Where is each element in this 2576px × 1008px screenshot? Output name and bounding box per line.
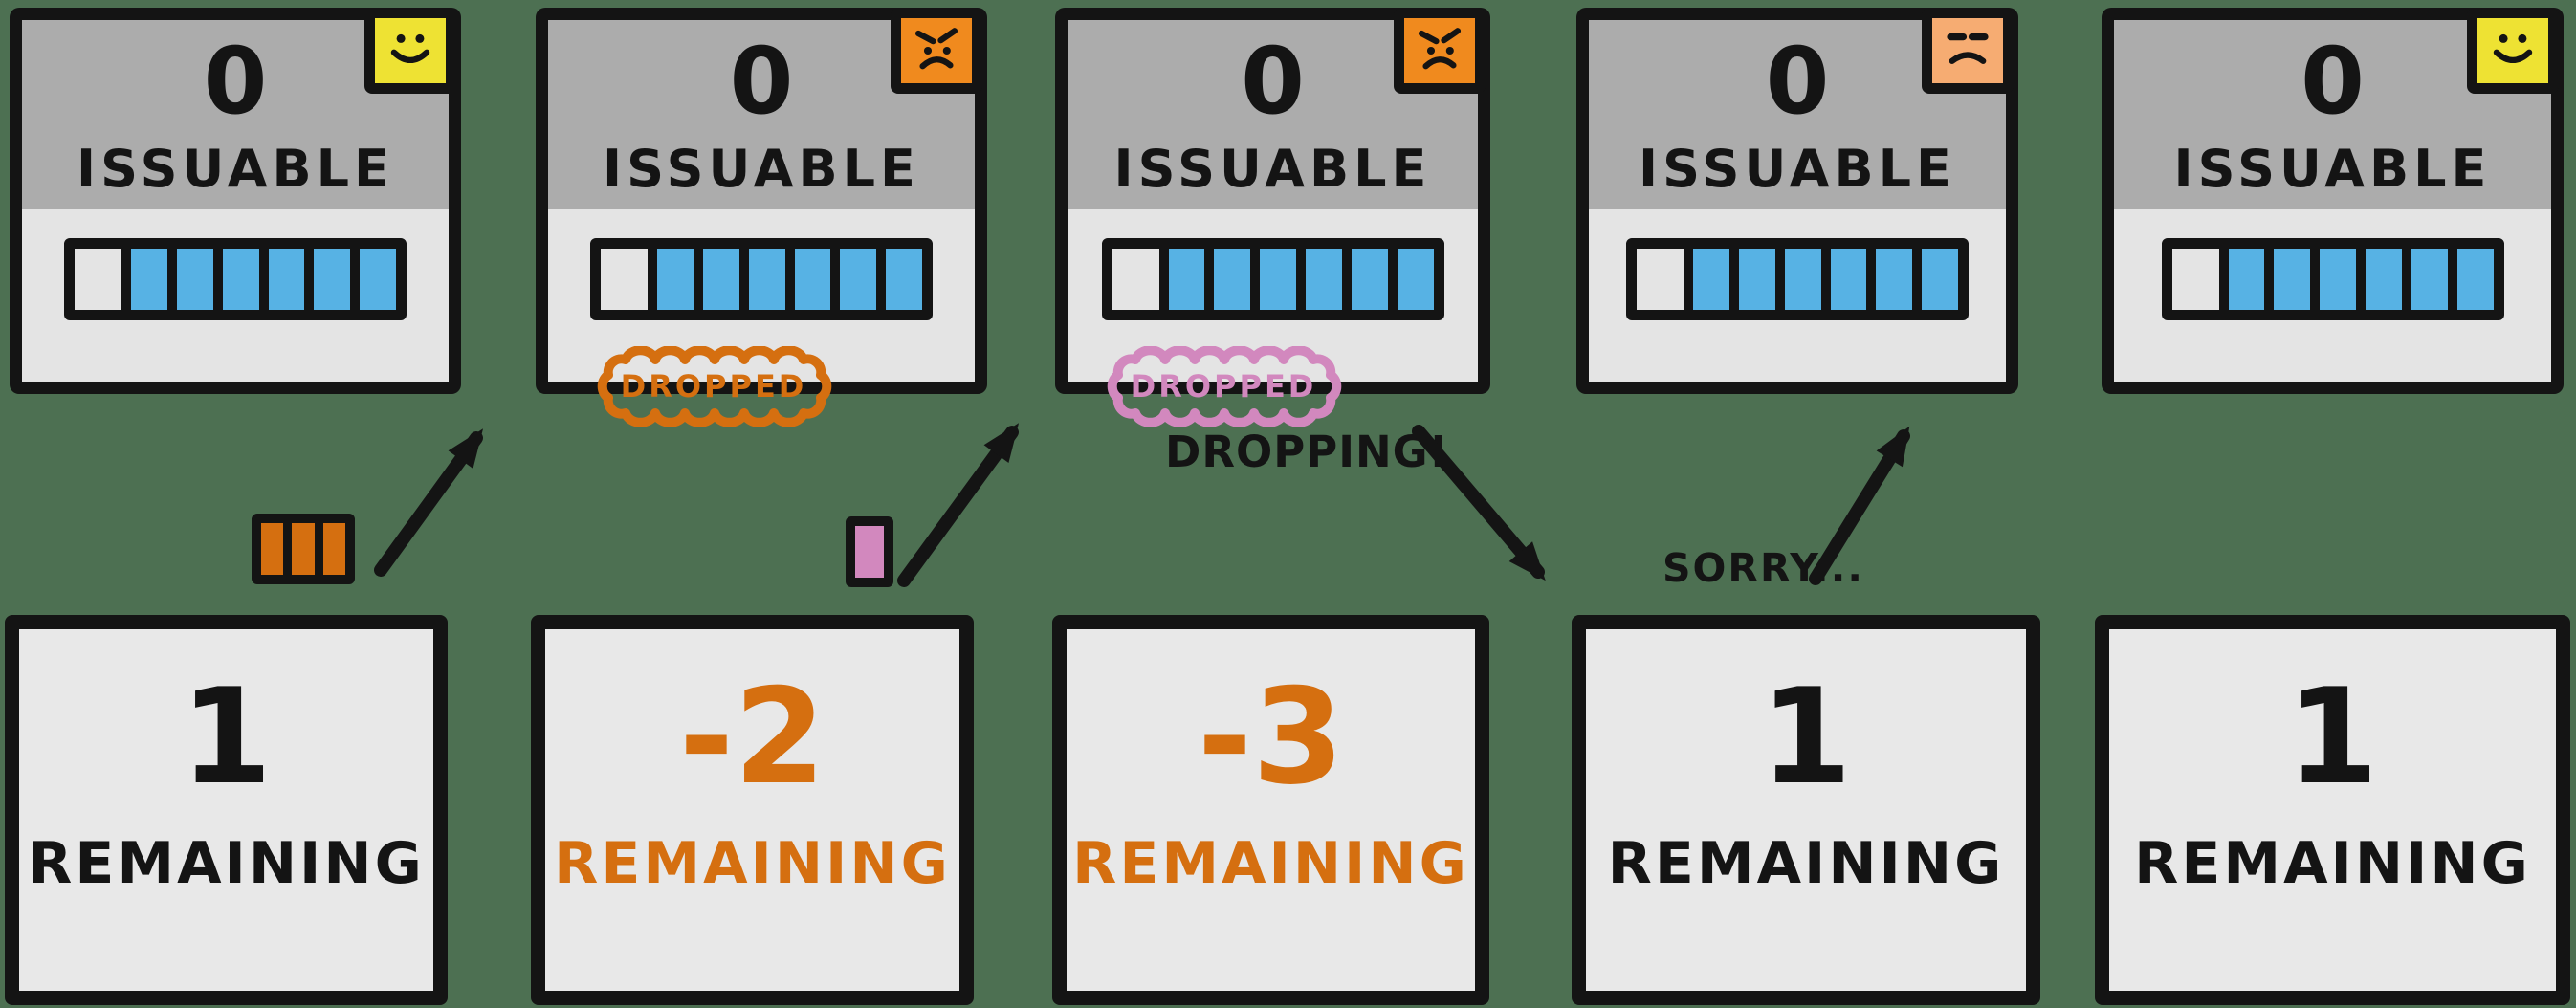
dropping-label: DROPPING!: [1165, 427, 1450, 477]
issuable-label: ISSUABLE: [77, 139, 394, 199]
smiley-face-glyph: [2493, 33, 2533, 64]
arrow-to-dropped-1: [374, 428, 484, 577]
happy-face-icon: [364, 8, 456, 94]
issuable-count: 0: [2301, 28, 2365, 135]
bar-cell-filled: [2401, 249, 2448, 310]
bar-cell-filled: [2447, 249, 2494, 310]
bar-cell-filled: [1158, 249, 1205, 310]
issuance-panel-3: 0 ISSUABLE DROPPED: [1055, 8, 1490, 427]
bar-cell-filled: [1774, 249, 1821, 310]
orange-token-cell: [283, 523, 315, 575]
arrow-to-dropped-2: [897, 423, 1020, 587]
bar-cell-filled: [2264, 249, 2311, 310]
bar-cell-filled: [1866, 249, 1913, 310]
bar-cell-filled: [738, 249, 785, 310]
dropped-token-pink: [846, 516, 893, 587]
remaining-label: REMAINING: [1072, 829, 1469, 897]
bar-cell-filled: [830, 249, 877, 310]
bar-cell-filled: [876, 249, 922, 310]
dropped-stamp-orange: DROPPED: [593, 346, 834, 446]
sorry-label: SORRY...: [1662, 545, 1864, 591]
bar-cell-filled: [304, 249, 351, 310]
issuance-panel-1: 0 ISSUABLE: [10, 8, 461, 394]
issuable-label: ISSUABLE: [1113, 139, 1432, 199]
issuance-panel-2: 0 ISSUABLE DROPPED: [536, 8, 987, 427]
bar-cell-filled: [258, 249, 305, 310]
dropped-label: DROPPED: [1131, 368, 1317, 405]
dropped-label: DROPPED: [621, 368, 807, 405]
bar-cell-filled: [1341, 249, 1388, 310]
bar-cell-empty: [75, 249, 121, 310]
supply-bar: [1101, 238, 1444, 320]
supply-bar: [590, 238, 933, 320]
bar-cell-filled: [212, 249, 259, 310]
bar-cell-filled: [1296, 249, 1342, 310]
dropped-stamp-pink: DROPPED: [1103, 346, 1344, 446]
bar-cell-filled: [1728, 249, 1775, 310]
issuable-count: 0: [203, 28, 268, 135]
bar-cell-empty: [601, 249, 648, 310]
angry-face-icon: [1394, 8, 1486, 94]
remaining-count: 1: [2286, 659, 2379, 814]
remaining-card-1: 1 REMAINING: [5, 615, 448, 1005]
remaining-count: -3: [1197, 659, 1345, 814]
bar-cell-filled: [2218, 249, 2265, 310]
remaining-card-2: -2 REMAINING: [531, 615, 974, 1005]
bar-cell-filled: [648, 249, 694, 310]
happy-face-icon: [2467, 8, 2559, 94]
remaining-card-4: 1 REMAINING: [1572, 615, 2040, 1005]
annoyed-face-icon: [1922, 8, 2014, 94]
supply-bar: [1626, 238, 1969, 320]
bar-cell-filled: [693, 249, 739, 310]
issuable-count: 0: [1241, 28, 1305, 135]
bar-cell-filled: [1912, 249, 1958, 310]
bar-cell-filled: [1204, 249, 1251, 310]
remaining-count: 1: [1759, 659, 1853, 814]
supply-bar: [64, 238, 407, 320]
issuance-panel-4: 0 ISSUABLE: [1576, 8, 2018, 394]
bar-cell-filled: [2356, 249, 2402, 310]
remaining-label: REMAINING: [28, 829, 425, 897]
bar-cell-filled: [1387, 249, 1434, 310]
bar-cell-filled: [2310, 249, 2357, 310]
issuable-count: 0: [1765, 28, 1830, 135]
bar-cell-empty: [1637, 249, 1684, 310]
dropped-tokens-orange: [252, 514, 355, 584]
issuable-count: 0: [729, 28, 794, 135]
smiley-face-glyph: [390, 33, 430, 64]
remaining-count: -2: [678, 659, 826, 814]
bar-cell-filled: [1820, 249, 1867, 310]
bar-cell-filled: [350, 249, 396, 310]
issuance-panel-5: 0 ISSUABLE: [2102, 8, 2564, 394]
bar-cell-filled: [166, 249, 213, 310]
angry-face-icon: [891, 8, 982, 94]
annoyed-face-glyph: [1947, 33, 1989, 64]
bar-cell-empty: [2172, 249, 2219, 310]
orange-token-cell: [261, 523, 284, 575]
angry-face-glyph: [914, 28, 958, 70]
bar-cell-empty: [1112, 249, 1159, 310]
bar-cell-filled: [1250, 249, 1297, 310]
issuable-label: ISSUABLE: [603, 139, 920, 199]
remaining-label: REMAINING: [1607, 829, 2005, 897]
remaining-card-5: 1 REMAINING: [2095, 615, 2570, 1005]
remaining-label: REMAINING: [554, 829, 951, 897]
issuable-label: ISSUABLE: [1639, 139, 1956, 199]
bar-cell-filled: [121, 249, 167, 310]
remaining-count: 1: [180, 659, 273, 814]
remaining-label: REMAINING: [2134, 829, 2531, 897]
orange-token-cell: [314, 523, 345, 575]
issuable-label: ISSUABLE: [2173, 139, 2492, 199]
remaining-card-3: -3 REMAINING: [1052, 615, 1489, 1005]
bar-cell-filled: [1684, 249, 1729, 310]
supply-bar: [2161, 238, 2504, 320]
angry-face-glyph: [1418, 28, 1462, 70]
bar-cell-filled: [784, 249, 831, 310]
